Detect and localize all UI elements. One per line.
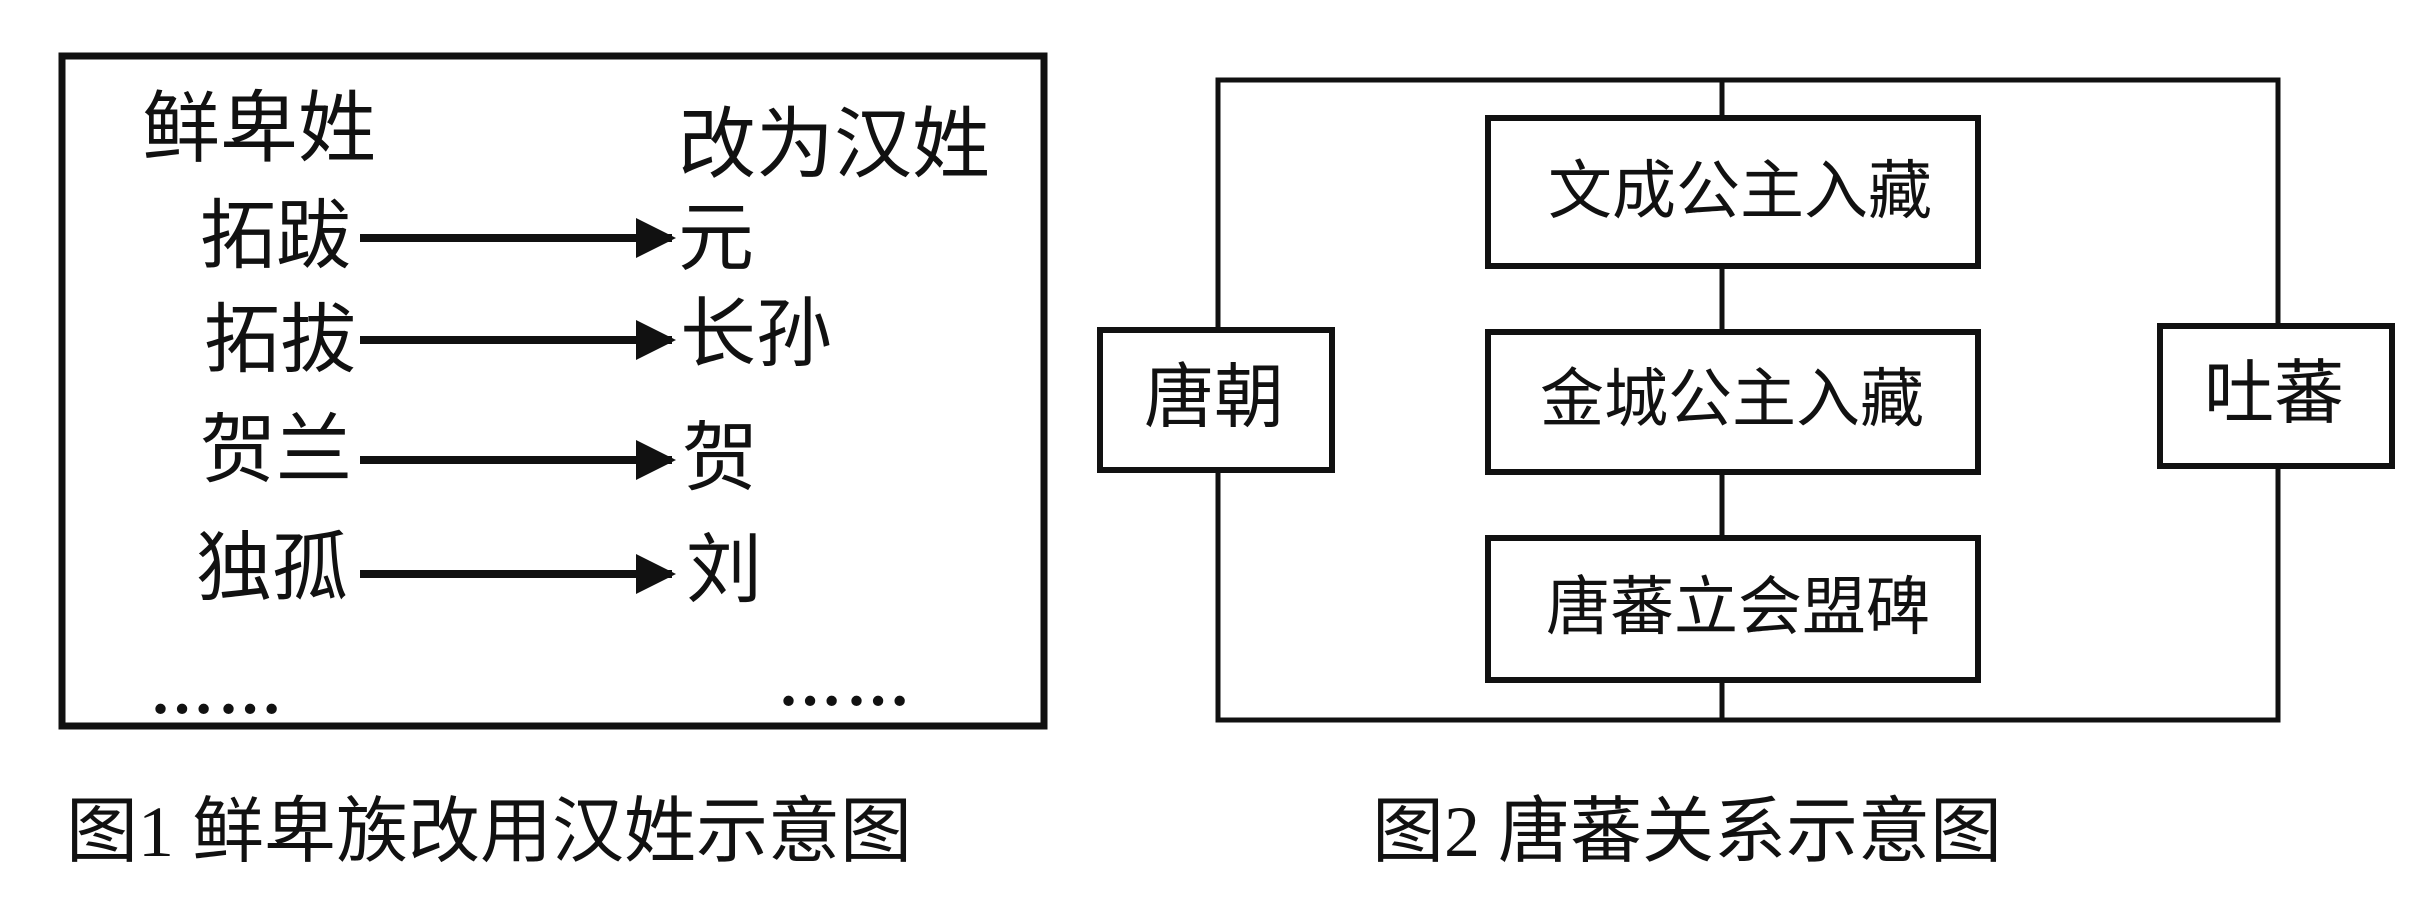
fig1-to-2: 长孙	[680, 289, 832, 378]
event-label-2: 金城公主入藏	[1540, 363, 1924, 437]
event-box-2	[1485, 329, 1981, 475]
event-box-1	[1485, 115, 1981, 269]
left-node-label: 唐朝	[1144, 356, 1284, 438]
figure1-frame	[58, 52, 1048, 730]
event-label-1: 文成公主入藏	[1548, 155, 1932, 229]
fig1-ellipsis-right: ……	[778, 648, 914, 719]
fig2-caption: 图2 唐蕃关系示意图	[1372, 792, 2003, 872]
fig1-ellipsis-left: ……	[150, 656, 286, 727]
fig1-caption: 图1 鲜卑族改用汉姓示意图	[66, 792, 913, 872]
fig1-to-4: 刘	[686, 525, 762, 614]
fig1-right-header: 改为汉姓	[678, 100, 991, 190]
right-node-label: 吐蕃	[2204, 352, 2344, 434]
event-box-3	[1485, 535, 1981, 683]
fig1-to-1: 元	[678, 193, 754, 282]
fig1-from-3: 贺兰	[200, 405, 352, 494]
fig1-from-4: 独孤	[196, 523, 348, 612]
fig1-to-3: 贺	[682, 413, 758, 502]
event-label-3: 唐蕃立会盟碑	[1546, 571, 1930, 645]
fig1-left-header: 鲜卑姓	[142, 84, 377, 174]
left-node-box	[1097, 327, 1335, 473]
fig1-from-1: 拓跋	[200, 191, 352, 280]
right-node-box	[2157, 323, 2395, 469]
fig1-from-2: 拓拔	[204, 295, 356, 384]
